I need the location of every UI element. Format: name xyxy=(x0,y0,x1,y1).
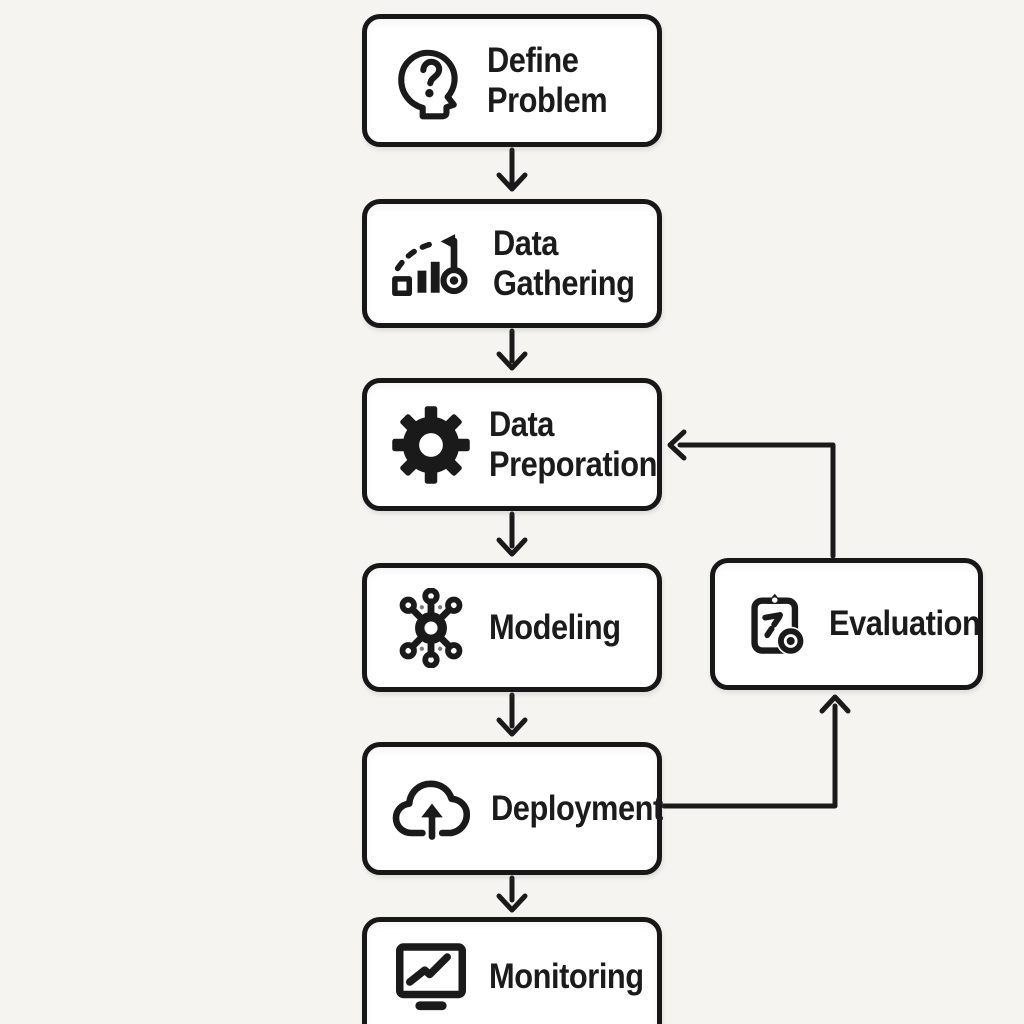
node-modeling: Modeling xyxy=(362,563,662,692)
node-define-problem: Define Problem xyxy=(362,14,662,147)
node-label: Evaluation xyxy=(829,604,981,644)
chart-target-icon xyxy=(391,228,475,300)
node-label: Define Problem xyxy=(487,40,608,121)
node-label: Data Gathering xyxy=(493,224,635,304)
node-label: Deployment xyxy=(491,789,663,829)
node-label-line: Preporation xyxy=(489,444,658,484)
node-label: Data Preporation xyxy=(489,405,657,485)
node-monitoring: Monitoring xyxy=(362,917,662,1024)
node-label-line: Evaluation xyxy=(829,604,981,644)
clipboard-target-icon xyxy=(745,588,813,660)
node-label-line: Deployment xyxy=(491,788,663,828)
node-data-preparation: Data Preporation xyxy=(362,378,662,511)
node-label-line: Data xyxy=(489,404,555,444)
node-data-gathering: Data Gathering xyxy=(362,199,662,328)
node-label-line: Define xyxy=(487,40,579,80)
node-label-line: Modeling xyxy=(489,607,621,647)
node-label-line: Gathering xyxy=(493,263,635,303)
cloud-upload-icon xyxy=(391,773,473,845)
network-nodes-icon xyxy=(391,587,471,668)
gear-icon xyxy=(391,405,471,485)
node-label-line: Data xyxy=(493,223,559,263)
node-label: Monitoring xyxy=(489,957,644,997)
monitor-chart-icon xyxy=(391,939,471,1015)
node-label-line: Problem xyxy=(487,80,608,120)
node-deployment: Deployment xyxy=(362,742,663,875)
node-label-line: Monitoring xyxy=(489,957,644,997)
head-question-icon xyxy=(391,40,469,122)
node-evaluation: Evaluation xyxy=(710,558,983,690)
node-label: Modeling xyxy=(489,608,621,648)
